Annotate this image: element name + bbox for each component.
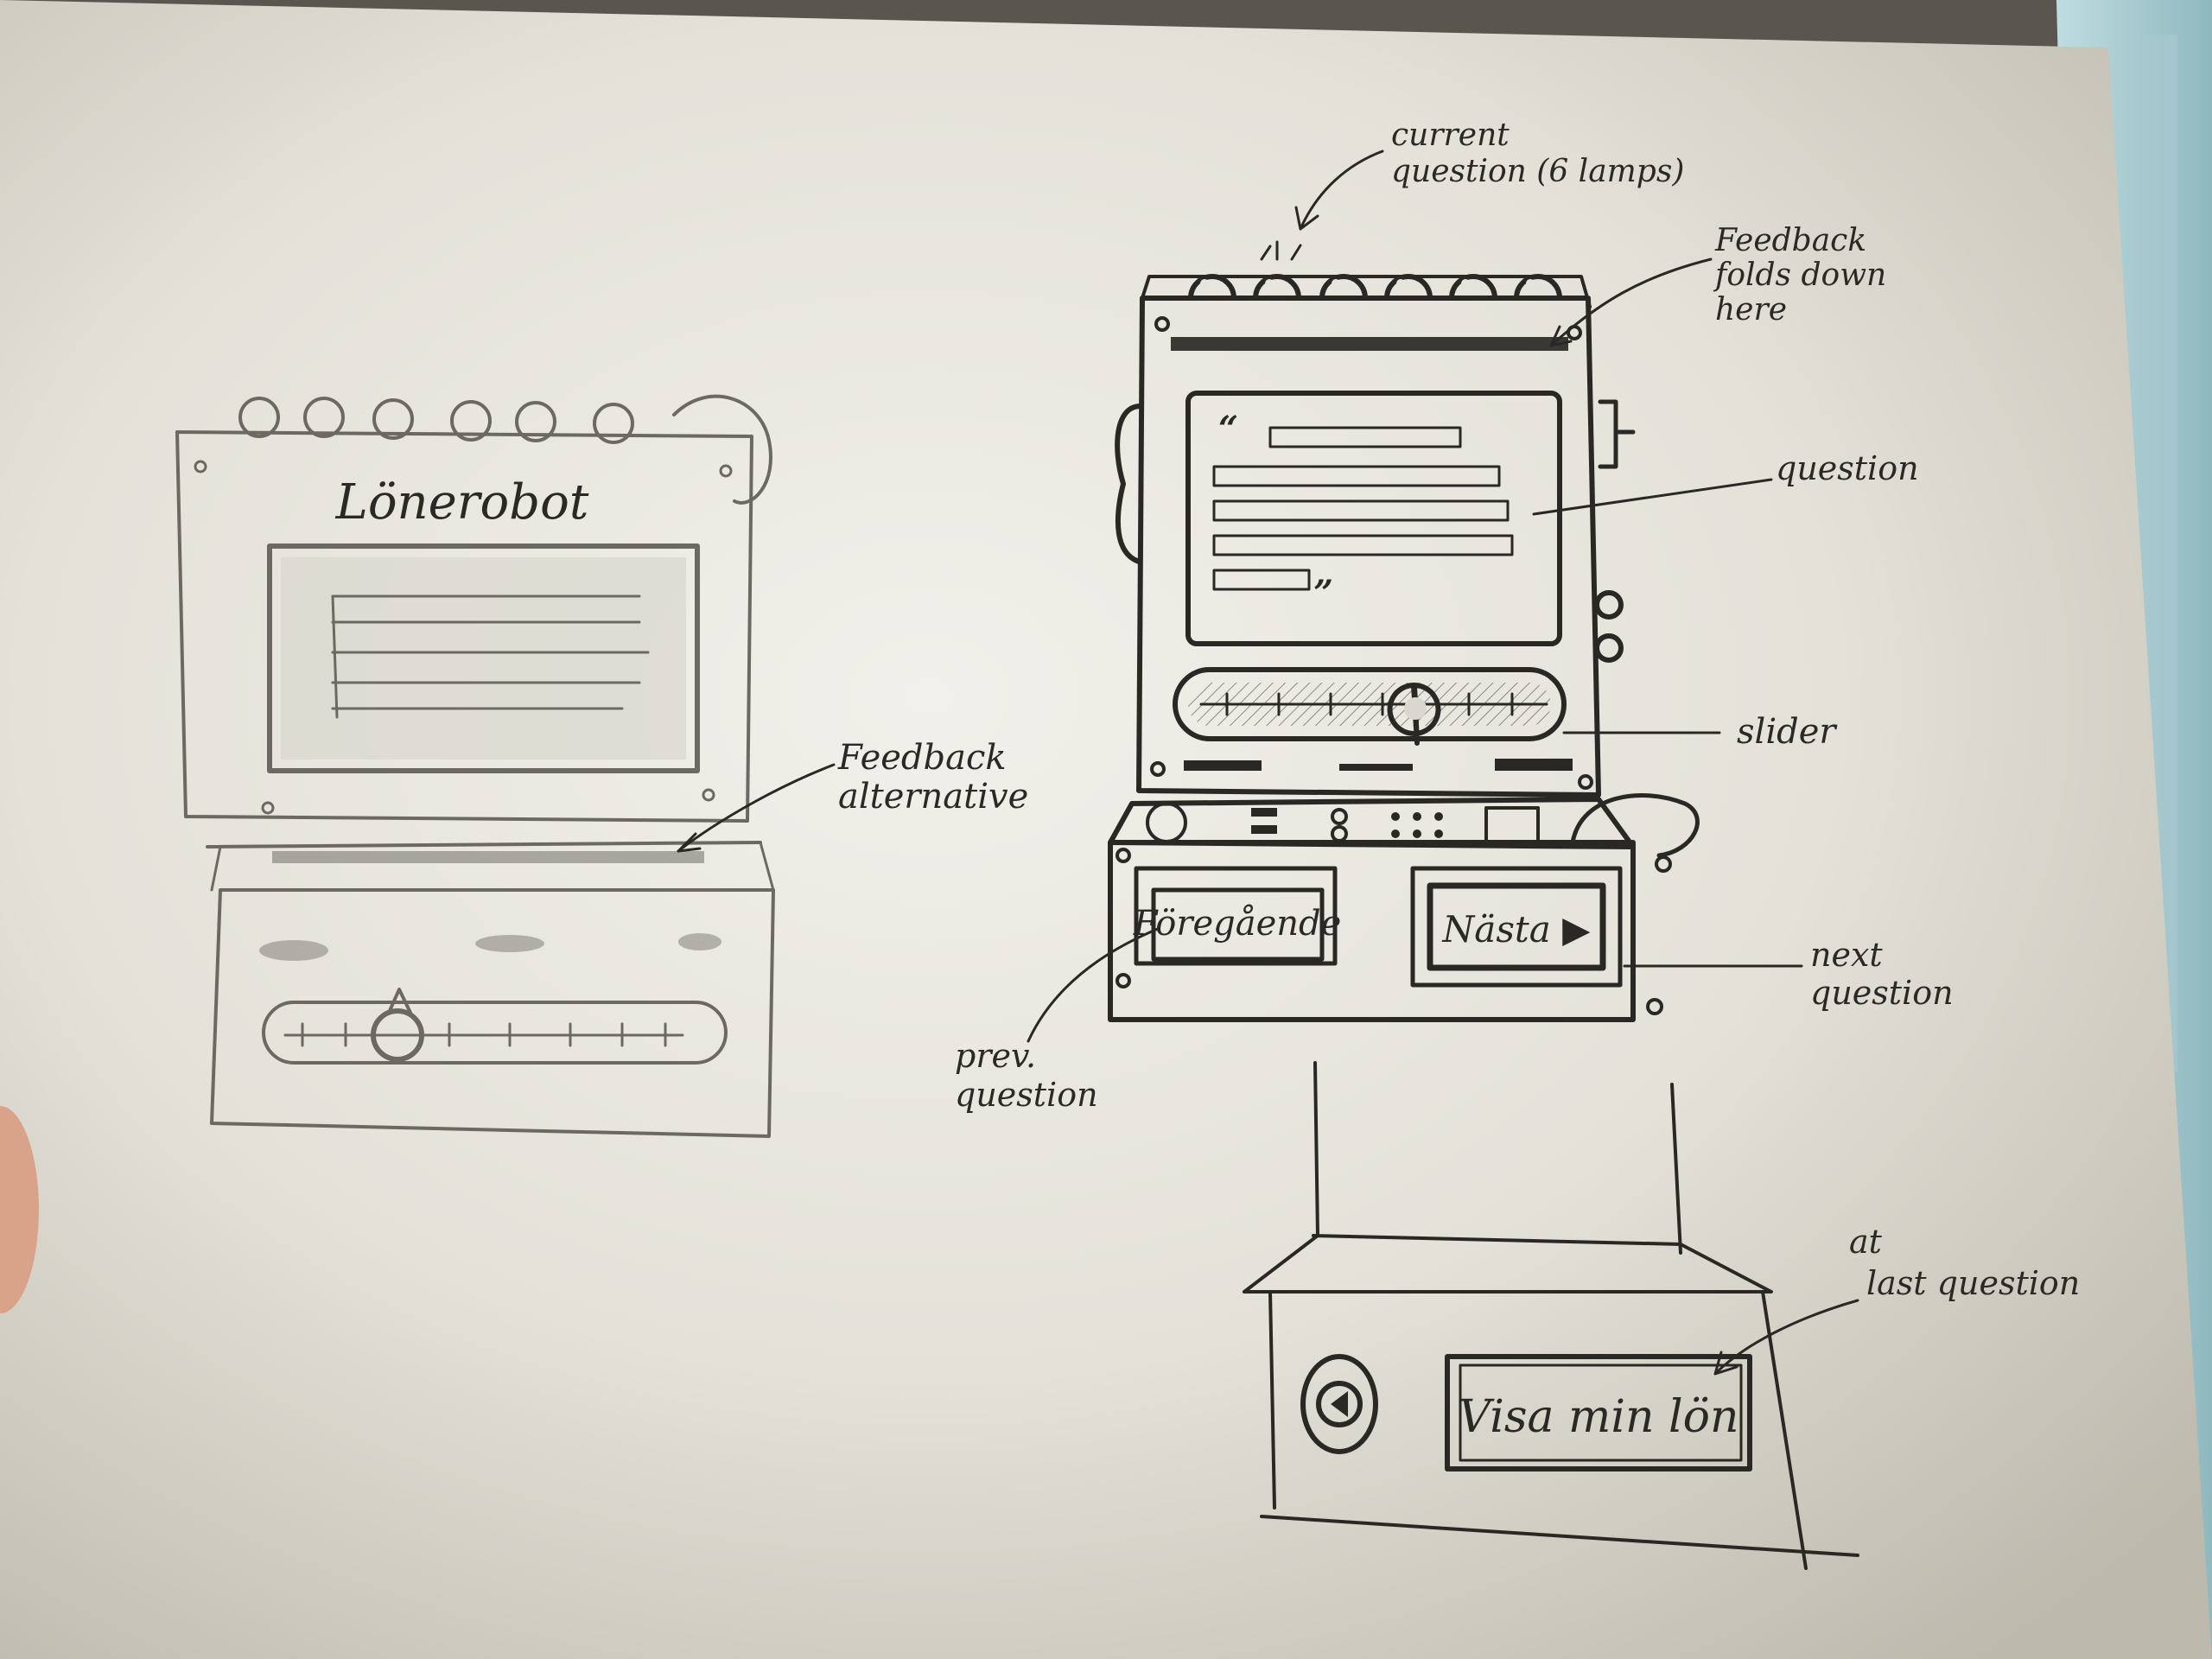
show-salary-button[interactable]: Visa min lön — [1445, 1354, 1752, 1471]
slider-knob — [1387, 683, 1441, 746]
right-sketch-machine: “ ” — [955, 118, 1954, 1114]
left-sketch-machine: Lönerobot Feedback — [175, 394, 1028, 1138]
left-annotation-feedback-1: Feedback — [837, 738, 1007, 778]
annotation-feedback-2: folds down — [1713, 257, 1886, 293]
question-screen — [1185, 391, 1562, 646]
annotation-feedback-1: Feedback — [1714, 223, 1866, 258]
back-arrow-icon — [1331, 1391, 1348, 1417]
annotation-current-2: question (6 lamps) — [1391, 154, 1684, 189]
annotation-current-1: current — [1391, 118, 1510, 153]
annotation-last-2: last question — [1866, 1264, 2080, 1302]
left-screen — [267, 543, 700, 773]
annotation-next-2: question — [1810, 974, 1954, 1012]
annotation-prev-1: prev. — [955, 1037, 1036, 1075]
annotation-next-1: next — [1810, 936, 1883, 974]
screen-quote-open: “ — [1218, 409, 1238, 449]
lower-cabinet — [1108, 840, 1636, 1022]
bottom-sketch-last-question: Visa min lön at last question — [1243, 1061, 2080, 1570]
back-button[interactable] — [1300, 1354, 1378, 1454]
annotation-question: question — [1776, 449, 1919, 487]
top-knobs — [238, 394, 772, 505]
prev-button-label: Föregående — [1133, 904, 1342, 944]
show-salary-label: Visa min lön — [1459, 1391, 1739, 1443]
left-slider-knob — [371, 1008, 424, 1062]
finger — [0, 1106, 39, 1313]
left-slider — [262, 1001, 728, 1065]
next-question-button[interactable]: Nästa ▶ — [1410, 866, 1623, 988]
feedback-fold-slot — [1171, 337, 1568, 351]
annotation-feedback-3: here — [1715, 292, 1787, 327]
screen-quote-close: ” — [1313, 573, 1333, 613]
left-annotation-feedback-2: alternative — [838, 777, 1028, 817]
annotation-slider: slider — [1737, 712, 1838, 752]
next-button-label: Nästa ▶ — [1442, 908, 1592, 950]
prev-question-button[interactable]: Föregående — [1133, 866, 1342, 966]
answer-slider — [1173, 667, 1567, 741]
left-feedback-slot — [272, 851, 704, 863]
left-title: Lönerobot — [335, 474, 589, 531]
annotation-prev-2: question — [955, 1076, 1098, 1114]
annotation-last-1: at — [1849, 1223, 1883, 1261]
